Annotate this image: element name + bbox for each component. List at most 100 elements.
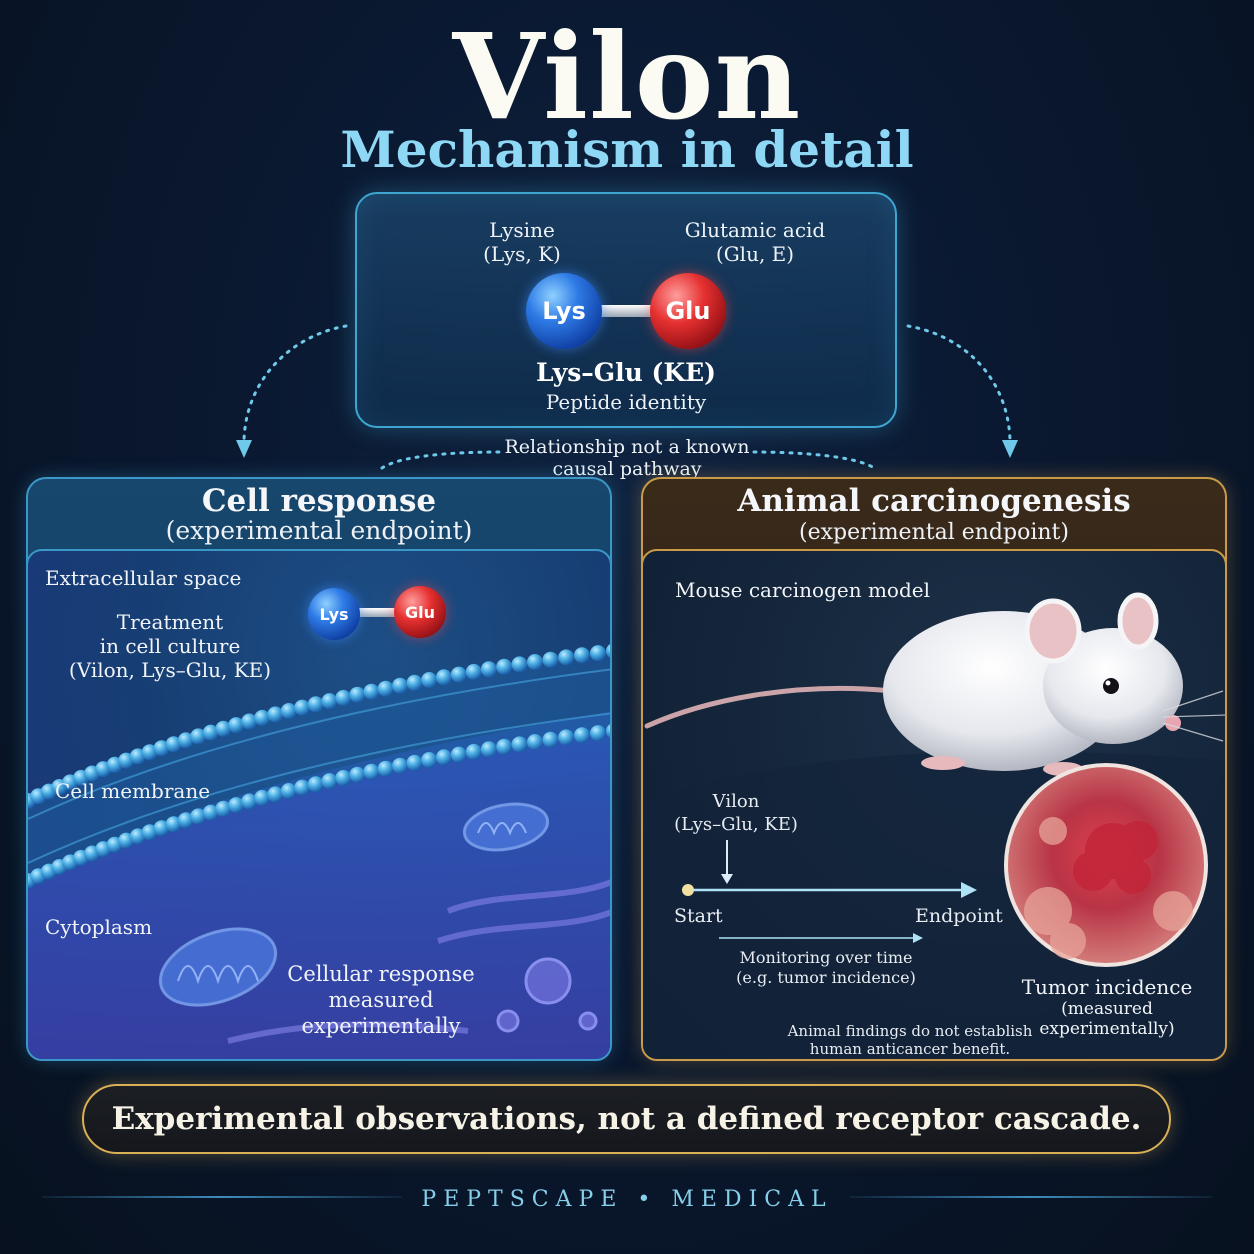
cell-panel-subtitle: (experimental endpoint): [165, 516, 473, 545]
footer-brand: PEPTSCAPE • MEDICAL: [421, 1187, 833, 1212]
lipid-head: [363, 683, 380, 700]
lipid-head: [496, 658, 513, 675]
lipid-head: [307, 776, 324, 793]
cell-glu-molecule-icon: Glu: [394, 586, 446, 638]
page-title: Vilon: [452, 7, 802, 146]
conclusion-text: Experimental observations, not a defined…: [111, 1101, 1142, 1137]
lipid-head: [377, 760, 394, 777]
relationship-note: Relationship not a known causal pathway: [504, 436, 750, 480]
tumor-incidence-label: Tumor incidence (measured experimentally…: [1021, 975, 1193, 1039]
relationship-dots-left: [380, 450, 502, 470]
lipid-head: [349, 686, 366, 703]
timeline: [682, 840, 977, 943]
lipid-head: [590, 725, 606, 742]
lipid-head: [450, 666, 467, 683]
lipid-head: [321, 693, 338, 710]
lipid-head: [436, 749, 452, 766]
lipid-head: [606, 724, 610, 738]
lysine-label: Lysine (Lys, K): [483, 218, 561, 266]
footer-divider-right: [850, 1196, 1212, 1198]
arrow-to-cell-panel: [242, 324, 348, 442]
lys-molecule-icon: Lys: [526, 273, 602, 349]
lipid-head: [392, 677, 409, 694]
lipid-head: [307, 696, 324, 713]
peptide-name: Lys–Glu (KE): [536, 358, 716, 387]
lipid-head: [202, 724, 219, 741]
animal-panel-subtitle: (experimental endpoint): [799, 520, 1069, 545]
lipid-head: [153, 820, 170, 837]
cellular-response-label: Cellular response measured experimentall…: [287, 962, 475, 1038]
vilon-dose-label: Vilon (Lys–Glu, KE): [674, 791, 798, 835]
lipid-head: [294, 699, 311, 716]
lipid-head: [241, 793, 258, 810]
lipid-head: [202, 804, 219, 821]
animal-disclaimer: Animal findings do not establish human a…: [787, 1022, 1033, 1058]
glu-molecule-icon: Glu: [650, 273, 726, 349]
start-label: Start: [674, 905, 723, 927]
conclusion-banner: Experimental observations, not a defined…: [82, 1084, 1171, 1154]
lipid-head: [590, 645, 606, 662]
cell-membrane-label: Cell membrane: [55, 779, 211, 803]
lipid-head: [153, 740, 170, 757]
lipid-head: [254, 709, 271, 726]
lipid-head: [574, 647, 590, 664]
endpoint-label: Endpoint: [915, 905, 1003, 927]
lipid-head: [542, 651, 559, 668]
peptide-bond: [595, 305, 659, 317]
lipid-head: [392, 757, 409, 774]
relationship-dots-right: [752, 450, 876, 470]
lipid-head: [377, 680, 394, 697]
lipid-head: [254, 789, 271, 806]
cell-membrane-illustration: [28, 644, 610, 1059]
cytoplasm-label: Cytoplasm: [45, 915, 153, 939]
lipid-head: [267, 706, 284, 723]
lipid-head: [558, 649, 575, 666]
arrowhead-left: [236, 440, 252, 458]
lipid-head: [228, 717, 245, 734]
lipid-head: [421, 752, 438, 768]
lipid-head: [465, 663, 482, 680]
start-point-icon: [682, 884, 694, 896]
animal-illustration: [641, 549, 1227, 1061]
lipid-head: [349, 766, 366, 783]
glutamic-acid-label: Glutamic acid (Glu, E): [684, 218, 826, 266]
cell-illustration: [26, 549, 612, 1061]
lipid-head: [465, 743, 482, 760]
lipid-head: [511, 656, 528, 673]
lipid-head: [215, 800, 232, 817]
lipid-head: [574, 727, 590, 744]
lipid-head: [267, 786, 284, 803]
lipid-head: [511, 736, 528, 753]
page-subtitle: Mechanism in detail: [340, 120, 914, 179]
lipid-head: [294, 779, 311, 796]
extracellular-label: Extracellular space: [45, 566, 242, 590]
lipid-head: [480, 661, 497, 678]
mouse-illustration: [643, 592, 1225, 1059]
peptide-caption: Peptide identity: [545, 390, 707, 414]
lipid-head: [280, 703, 297, 719]
lipid-head: [606, 644, 610, 658]
lipid-head: [496, 738, 513, 755]
lipid-head: [177, 732, 194, 749]
lipid-head: [558, 729, 575, 746]
cell-lys-molecule-icon: Lys: [308, 588, 360, 640]
lipid-head: [527, 654, 543, 670]
lipid-head: [241, 713, 258, 730]
arrowhead-right: [1002, 440, 1018, 458]
footer-divider-left: [42, 1196, 402, 1198]
lipid-head: [335, 689, 352, 706]
lipid-head: [527, 734, 543, 750]
lipid-head: [436, 669, 452, 686]
cell-panel-title: Cell response: [201, 483, 437, 519]
arrow-to-animal-panel: [906, 324, 1012, 442]
lipid-head: [228, 797, 245, 814]
lipid-head: [542, 731, 559, 748]
lipid-head: [321, 773, 338, 790]
lipid-head: [421, 672, 438, 688]
treatment-label: Treatment in cell culture (Vilon, Lys–Gl…: [68, 610, 272, 682]
lipid-head: [480, 741, 497, 758]
lipid-head: [215, 720, 232, 737]
cell-peptide-bond: [355, 608, 401, 617]
monitoring-label: Monitoring over time (e.g. tumor inciden…: [736, 948, 916, 987]
